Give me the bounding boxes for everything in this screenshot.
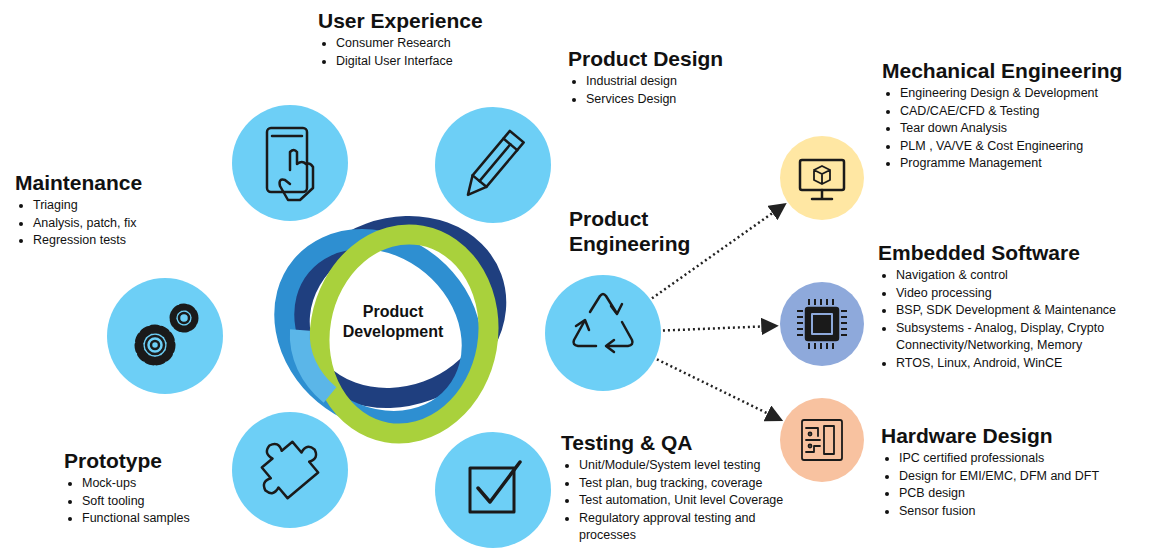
hardware-circle <box>780 398 864 482</box>
stage-circle: Mechanical EngineeringEngineering Design… <box>780 136 864 220</box>
bullet-item: Subsystems - Analog, Display, Crypto Con… <box>896 320 1148 355</box>
bullet-item: Design for EMI/EMC, DFM and DFT <box>899 468 1151 486</box>
section-heading: Prototype <box>64 448 234 473</box>
bullet-list: IPC certified professionalsDesign for EM… <box>881 450 1151 520</box>
bullet-item: Unit/Module/System level testing <box>579 457 785 475</box>
bullet-item: Test plan, bug tracking, coverage <box>579 475 785 493</box>
bullet-item: Sensor fusion <box>899 503 1151 521</box>
bullet-list: Engineering Design & DevelopmentCAD/CAE/… <box>882 85 1152 173</box>
hub-ring: Product Development <box>333 262 453 382</box>
stage-circle: Product Engineering <box>545 275 661 391</box>
bullet-list: Consumer ResearchDigital User Interface <box>318 35 518 70</box>
bullet-item: Tear down Analysis <box>900 120 1152 138</box>
section-heading: Embedded Software <box>878 240 1148 265</box>
bullet-item: Mock-ups <box>82 475 234 493</box>
bullet-item: Services Design <box>586 91 748 109</box>
recycle-icon <box>574 294 633 352</box>
bullet-item: Digital User Interface <box>336 53 518 71</box>
hub-label: Product Development <box>338 302 448 342</box>
bullet-item: Industrial design <box>586 73 748 91</box>
section-heading: Testing & QA <box>561 430 785 455</box>
stage-circle: MaintenanceTriagingAnalysis, patch, fixR… <box>107 278 223 394</box>
stage-circle: PrototypeMock-upsSoft toolingFunctional … <box>232 412 348 528</box>
tablet-icon <box>267 128 313 200</box>
mechanical-circle <box>780 136 864 220</box>
text-block: MaintenanceTriagingAnalysis, patch, fixR… <box>15 170 205 250</box>
pcb-icon <box>802 420 842 460</box>
bullet-item: Engineering Design & Development <box>900 85 1152 103</box>
bullet-item: IPC certified professionals <box>899 450 1151 468</box>
stage-circle: Product DesignIndustrial designServices … <box>435 107 551 223</box>
bullet-list: Navigation & controlVideo processingBSP,… <box>878 267 1148 372</box>
bullet-item: Triaging <box>33 197 205 215</box>
bullet-item: CAD/CAE/CFD & Testing <box>900 103 1152 121</box>
bullet-item: PCB design <box>899 485 1151 503</box>
text-block: Hardware DesignIPC certified professiona… <box>881 423 1151 520</box>
stage-circle: User ExperienceConsumer ResearchDigital … <box>232 105 348 221</box>
text-block: Mechanical EngineeringEngineering Design… <box>882 58 1152 173</box>
bullet-item: Video processing <box>896 285 1148 303</box>
bullet-item: RTOS, Linux, Android, WinCE <box>896 355 1148 373</box>
text-block: Embedded SoftwareNavigation & controlVid… <box>878 240 1148 372</box>
monitor-icon <box>800 160 844 199</box>
bullet-list: Mock-upsSoft toolingFunctional samples <box>64 475 234 528</box>
stage-circle: Embedded SoftwareNavigation & controlVid… <box>780 282 864 366</box>
bullet-item: Programme Management <box>900 155 1152 173</box>
text-block: Testing & QAUnit/Module/System level tes… <box>561 430 785 545</box>
section-heading: Product Engineering <box>569 206 709 256</box>
puzzle-icon <box>245 425 327 506</box>
bullet-list: Unit/Module/System level testingTest pla… <box>561 457 785 545</box>
bullet-list: Industrial designServices Design <box>568 73 748 108</box>
bullet-item: BSP, SDK Development & Maintenance <box>896 302 1148 320</box>
section-heading: Maintenance <box>15 170 205 195</box>
bullet-item: PLM , VA/VE & Cost Engineering <box>900 138 1152 156</box>
bullet-item: Soft tooling <box>82 493 234 511</box>
text-block: Product Engineering <box>569 206 709 256</box>
section-heading: Hardware Design <box>881 423 1151 448</box>
section-heading: Mechanical Engineering <box>882 58 1152 83</box>
bullet-item: Consumer Research <box>336 35 518 53</box>
text-block: PrototypeMock-upsSoft toolingFunctional … <box>64 448 234 528</box>
text-block: Product DesignIndustrial designServices … <box>568 46 748 108</box>
dotted-arrow <box>663 326 777 331</box>
stage-circle: Testing & QAUnit/Module/System level tes… <box>435 432 551 548</box>
stage-circle: Hardware DesignIPC certified professiona… <box>780 398 864 482</box>
section-heading: User Experience <box>318 8 518 33</box>
gears-icon <box>139 307 195 361</box>
pencil-icon <box>461 131 524 201</box>
bullet-item: Test automation, Unit level Coverage <box>579 492 785 510</box>
section-heading: Product Design <box>568 46 748 71</box>
checkbox-icon <box>470 462 520 512</box>
bullet-item: Functional samples <box>82 510 234 528</box>
dotted-arrow <box>657 359 782 420</box>
bullet-item: Regulatory approval testing and processe… <box>579 510 785 545</box>
text-block: User ExperienceConsumer ResearchDigital … <box>318 8 518 70</box>
bullet-list: TriagingAnalysis, patch, fixRegression t… <box>15 197 205 250</box>
bullet-item: Analysis, patch, fix <box>33 215 205 233</box>
icon-circles <box>107 105 661 548</box>
chip-icon <box>800 302 844 346</box>
bullet-item: Navigation & control <box>896 267 1148 285</box>
bullet-item: Regression tests <box>33 232 205 250</box>
embedded-circle <box>780 282 864 366</box>
